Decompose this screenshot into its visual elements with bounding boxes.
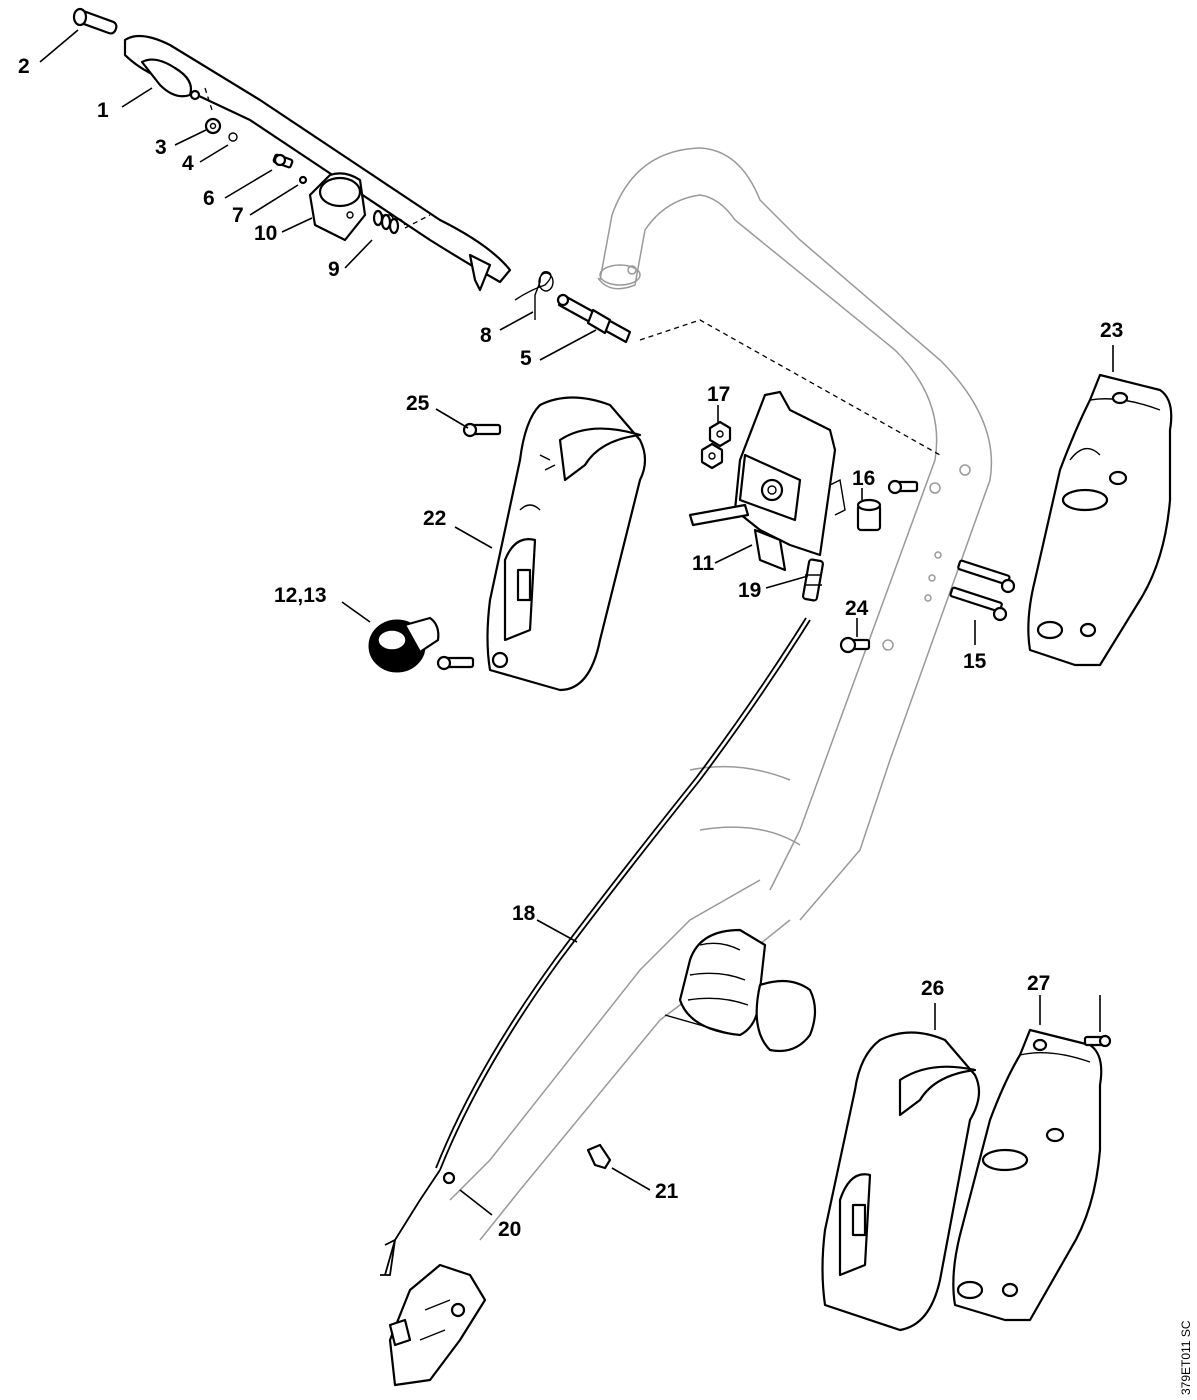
clip bbox=[228, 132, 238, 142]
callout-1: 1 bbox=[97, 99, 109, 122]
spring-clip bbox=[514, 271, 554, 320]
washer bbox=[204, 117, 222, 135]
callout-24: 25 bbox=[406, 392, 430, 415]
callout-4: 4 bbox=[182, 152, 194, 175]
callout-labels: 2 1 3 4 6 7 10 9 8 5 25 22 12,13 17 11 1… bbox=[18, 55, 1193, 1395]
sleeve bbox=[856, 498, 882, 532]
callout-15: 16 bbox=[852, 467, 875, 490]
callout-25: 26 bbox=[921, 977, 944, 1000]
dashed-assembly-line bbox=[639, 319, 941, 456]
callout-17: 18 bbox=[512, 902, 536, 925]
control-bracket bbox=[688, 390, 846, 572]
spring bbox=[372, 209, 431, 235]
callout-14: 15 bbox=[963, 650, 987, 673]
handlebar-frame bbox=[449, 147, 993, 1241]
cable-nipple bbox=[442, 1171, 456, 1185]
callout-22: 23 bbox=[1100, 319, 1123, 342]
pin bbox=[72, 7, 118, 35]
threaded-bolt bbox=[556, 293, 632, 344]
callout-6: 6 bbox=[203, 187, 215, 210]
long-screws bbox=[949, 559, 1016, 622]
small-washer bbox=[298, 175, 308, 185]
screw-23 bbox=[839, 636, 871, 654]
engine-bracket bbox=[388, 1263, 487, 1387]
screw-27 bbox=[1083, 1034, 1112, 1048]
callout-23: 24 bbox=[845, 597, 869, 620]
drawing-code: 379ET011 SC bbox=[1179, 1320, 1193, 1395]
cover-screw bbox=[462, 422, 502, 438]
small-screw bbox=[272, 153, 294, 169]
callout-5: 5 bbox=[520, 347, 532, 370]
callout-3: 3 bbox=[155, 136, 167, 159]
cover-25 bbox=[821, 1031, 981, 1332]
sleeve-screw bbox=[887, 479, 919, 495]
control-knob bbox=[368, 616, 440, 673]
callout-8: 8 bbox=[480, 324, 492, 347]
cable-end bbox=[802, 558, 824, 602]
callout-16: 17 bbox=[707, 383, 730, 406]
nut bbox=[700, 420, 732, 470]
top-handle-bar bbox=[123, 34, 512, 292]
callout-7: 7 bbox=[232, 204, 244, 227]
cover-26 bbox=[952, 1028, 1103, 1322]
callout-20: 21 bbox=[655, 1180, 679, 1203]
callout-9: 9 bbox=[328, 258, 340, 281]
callout-19: 20 bbox=[498, 1218, 521, 1241]
callout-18: 19 bbox=[738, 579, 761, 602]
cable-clip bbox=[586, 1143, 612, 1170]
callout-2: 2 bbox=[18, 55, 30, 78]
bracket bbox=[308, 172, 367, 242]
cover-left bbox=[486, 396, 647, 692]
cable bbox=[380, 617, 811, 1276]
callout-10: 10 bbox=[254, 222, 277, 245]
callout-21: 22 bbox=[423, 507, 446, 530]
pivot-knob bbox=[664, 928, 817, 1053]
cover-screw-lower bbox=[436, 655, 475, 671]
washer-hole bbox=[209, 122, 217, 130]
callout-26: 27 bbox=[1027, 972, 1050, 995]
callout-12-13: 12,13 bbox=[274, 584, 327, 607]
callout-11: 11 bbox=[692, 552, 715, 575]
leader-lines bbox=[39, 29, 1114, 1216]
cover-right bbox=[1027, 373, 1173, 667]
